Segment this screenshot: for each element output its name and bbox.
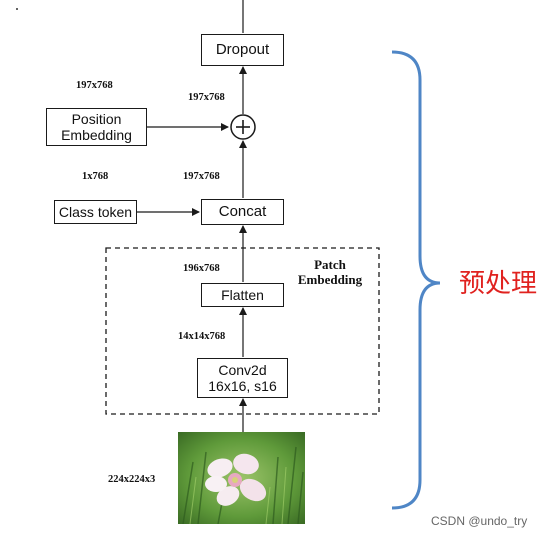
conv2d-label-line2: 16x16, s16 [208,378,277,394]
flatten-label: Flatten [221,286,264,303]
class-token-box: Class token [54,200,137,224]
dim-conv-out: 14x14x768 [178,331,226,342]
dropout-label: Dropout [215,41,270,59]
flatten-box: Flatten [201,283,284,307]
dim-add-input: 197x768 [188,92,225,103]
patch-embedding-region [105,247,380,415]
brace [391,50,441,510]
patch-embedding-label: Patch Embedding [290,257,370,288]
dim-image-in: 224x224x3 [108,474,156,485]
patch-embedding-label-line2: Embedding [297,271,363,287]
position-embedding-box: Position Embedding [46,108,147,146]
input-image [178,432,305,524]
conv2d-label-line1: Conv2d [218,361,267,378]
dropout-box: Dropout [201,34,284,66]
class-token-label: Class token [58,203,133,220]
position-embedding-label-line1: Position [71,110,122,127]
concat-label: Concat [218,203,267,221]
dim-cls-token: 1x768 [82,171,109,182]
dim-pos-embed: 197x768 [76,80,113,91]
flower-icon [205,453,267,506]
brace-label: 预处理 [459,269,538,299]
corner-dot [16,8,18,10]
position-embedding-label-line2: Embedding [61,127,132,143]
watermark: CSDN @undo_try [431,514,528,528]
dim-concat-out: 197x768 [183,171,220,182]
concat-box: Concat [201,199,284,225]
dim-flatten-out: 196x768 [183,263,220,274]
patch-embedding-label-line1: Patch [314,257,346,272]
conv2d-box: Conv2d 16x16, s16 [197,358,288,398]
